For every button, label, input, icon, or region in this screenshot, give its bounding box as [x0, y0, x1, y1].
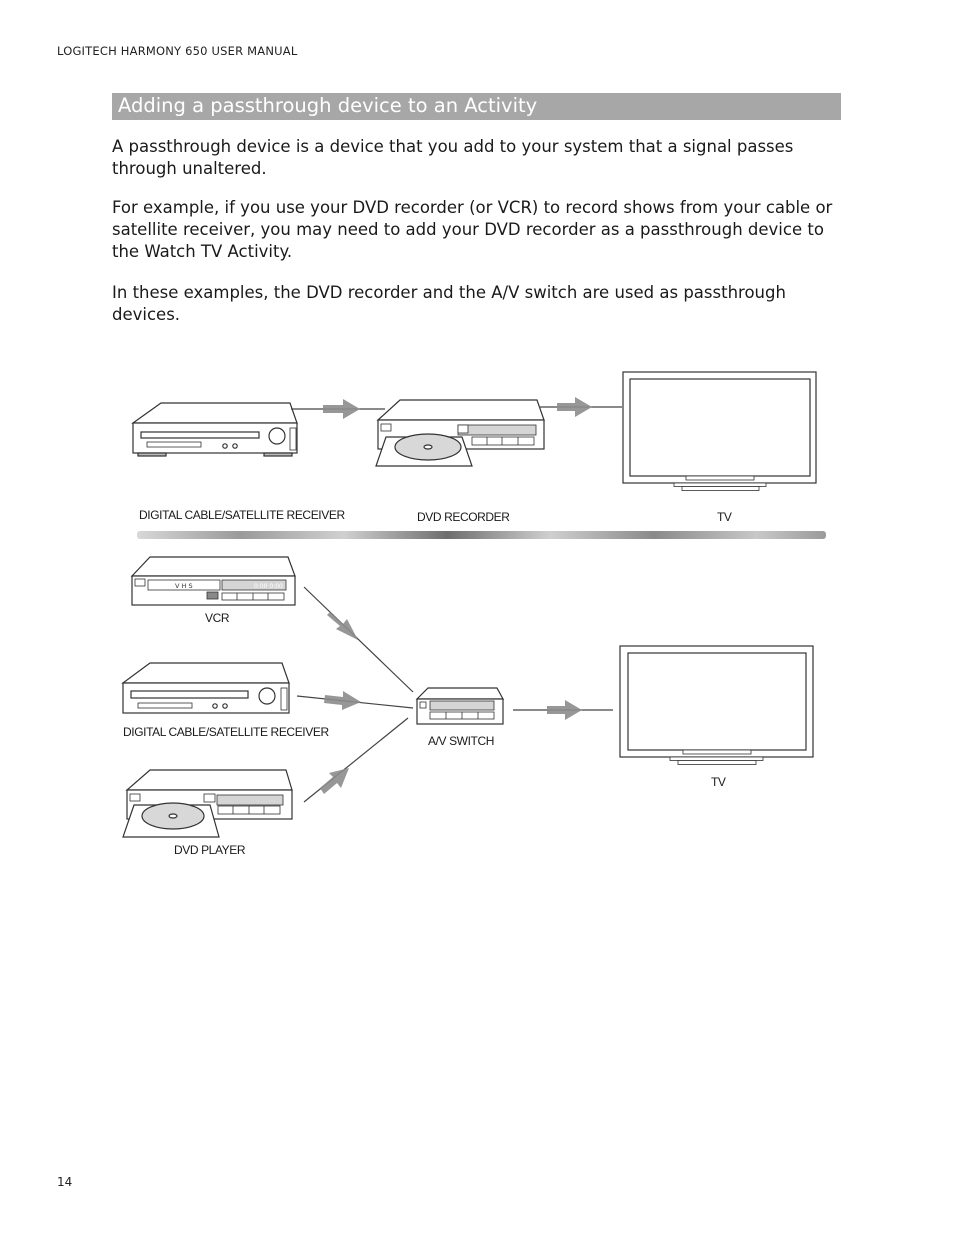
- dvd-recorder-device: [376, 400, 544, 466]
- arrow-receiver-to-recorder: [291, 399, 385, 419]
- vcr-display-text: 0:00 0:00: [254, 583, 283, 590]
- label-bottom-tv: TV: [711, 775, 726, 789]
- arrow-vcr-to-switch: [304, 587, 413, 692]
- label-top-receiver: DIGITAL CABLE/SATELLITE RECEIVER: [139, 508, 345, 522]
- dvd-player-device: [123, 770, 292, 837]
- label-vcr: VCR: [205, 611, 230, 625]
- label-av-switch: A/V SWITCH: [428, 734, 494, 748]
- cable-receiver-device-top: [133, 403, 297, 456]
- tv-device-bottom: [620, 646, 813, 765]
- arrow-receiver-to-switch: [297, 691, 413, 710]
- label-bottom-receiver: DIGITAL CABLE/SATELLITE RECEIVER: [123, 725, 329, 739]
- av-switch-device: [417, 688, 503, 724]
- arrow-switch-to-tv: [513, 700, 613, 720]
- page-number: 14: [57, 1175, 72, 1189]
- cable-receiver-device-bottom: [123, 663, 289, 713]
- vcr-device: [132, 557, 295, 605]
- example-divider: [137, 531, 826, 539]
- label-top-tv: TV: [717, 510, 732, 524]
- vcr-panel-text: V H S: [175, 582, 193, 590]
- label-dvd-recorder: DVD RECORDER: [417, 510, 510, 524]
- tv-device-top: [623, 372, 816, 491]
- arrow-recorder-to-tv: [539, 397, 622, 417]
- label-dvd-player: DVD PLAYER: [174, 843, 246, 857]
